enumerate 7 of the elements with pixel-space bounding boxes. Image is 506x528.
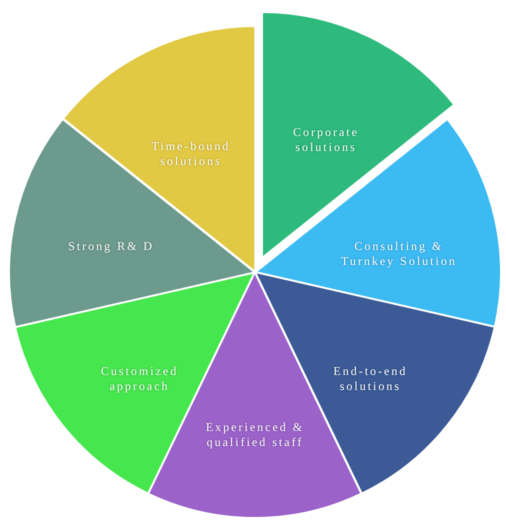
- segment-label: Consulting & Turnkey Solution: [340, 239, 458, 270]
- segment-label: End-to-end solutions: [332, 364, 408, 394]
- segment-label: Time-bound solutions: [150, 139, 232, 170]
- segment-label: Experienced & qualified staff: [204, 420, 306, 450]
- segment-label: Corporate solutions: [292, 124, 360, 155]
- segment-label: Strong R& D: [67, 239, 156, 254]
- segment-label: Customized approach: [100, 364, 180, 394]
